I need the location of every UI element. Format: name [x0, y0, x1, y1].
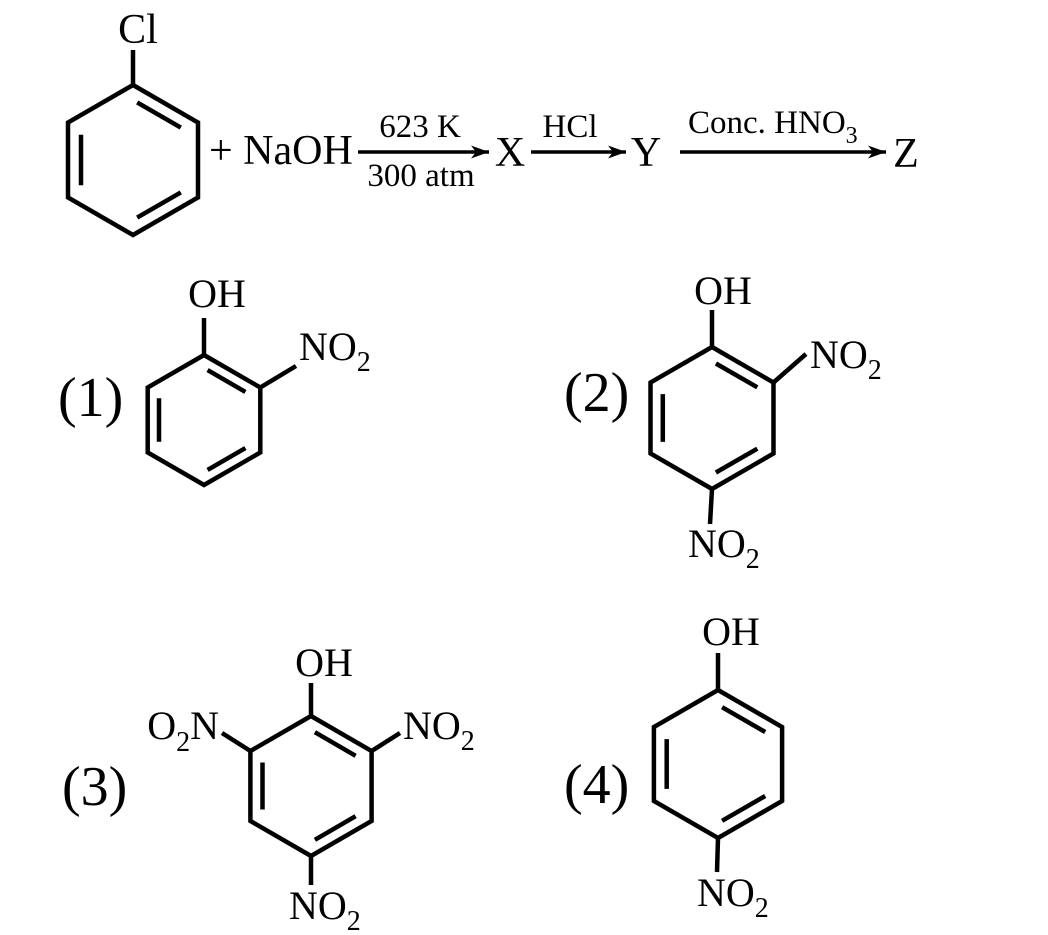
condition-hcl: HCl	[542, 109, 597, 145]
intermediate-y: Y	[631, 130, 661, 176]
reagent-naoh: + NaOH	[209, 128, 353, 174]
ortho-nitro-bond	[259, 364, 298, 390]
benzene-ring	[648, 344, 776, 492]
reaction-scheme: Cl + NaOH 623 K 300 atm X HCl Y Conc. HN…	[65, 7, 919, 238]
option-number: (2)	[564, 362, 629, 424]
nitro-main: NO	[289, 883, 347, 928]
nitro-n: N	[190, 703, 219, 748]
intermediate-x: X	[495, 130, 525, 176]
nitro-subscript: 2	[357, 347, 371, 378]
nitro-o: O	[147, 703, 176, 748]
nitro-main: NO	[810, 332, 868, 377]
ring-outline	[248, 713, 374, 859]
nitro-subscript: 2	[461, 726, 475, 757]
ortho-nitro-label: NO2	[810, 332, 882, 386]
nitro-main: NO	[403, 703, 461, 748]
reactant-chlorobenzene: Cl	[65, 7, 201, 238]
option-number: (1)	[58, 367, 123, 429]
nitro-subscript: 2	[746, 544, 760, 575]
ortho-nitro-bond	[370, 731, 402, 753]
ortho-nitro-bond	[772, 352, 808, 385]
option-2: (2) OH NO2 NO2	[564, 268, 882, 575]
condition-pressure: 300 atm	[367, 158, 475, 194]
nitro-subscript: 2	[347, 906, 361, 935]
conc-hno3-subscript: 3	[846, 123, 858, 149]
nitro-subscript: 2	[755, 893, 769, 924]
para-nitro-label: NO2	[688, 521, 760, 575]
ring-double-bond	[313, 814, 357, 842]
reaction-arrow-3: Conc. HNO3	[680, 105, 886, 159]
reaction-arrow-2: HCl	[531, 109, 626, 159]
hydroxyl-label: OH	[694, 268, 752, 313]
ring-double-bond	[206, 446, 247, 472]
nitro-subscript: 2	[176, 727, 190, 758]
ring-double-bond	[714, 446, 759, 475]
nitro-main: NO	[299, 324, 357, 369]
benzene-ring	[145, 352, 263, 488]
para-nitro-label: NO2	[697, 870, 769, 924]
benzene-ring	[651, 687, 785, 841]
left-nitro-bond	[220, 731, 252, 753]
hydroxyl-label: OH	[702, 609, 760, 654]
nitro-main: NO	[688, 521, 746, 566]
nitro-main: NO	[697, 870, 755, 915]
ring-outline	[648, 344, 776, 492]
reaction-arrow-1: 623 K 300 atm	[358, 109, 489, 194]
nitro-subscript: 2	[868, 355, 882, 386]
ring-double-bond	[714, 361, 759, 390]
ortho-nitro-label: NO2	[403, 703, 475, 757]
option-number: (3)	[62, 756, 127, 818]
ring-outline	[651, 687, 785, 841]
ring-double-bond	[313, 730, 357, 758]
option-4: (4) OH NO2	[564, 609, 785, 924]
product-z: Z	[893, 131, 919, 177]
benzene-ring	[248, 713, 374, 859]
condition-conc-hno3: Conc. HNO3	[688, 105, 858, 149]
benzene-ring	[65, 82, 201, 238]
left-nitro-label: O2N	[147, 703, 219, 758]
ortho-nitro-label: NO2	[299, 324, 371, 378]
hydroxyl-label: OH	[188, 271, 246, 316]
conc-hno3-main: Conc. HNO	[688, 105, 846, 141]
option-1: (1) OH NO2	[58, 271, 371, 488]
para-nitro-bond	[707, 488, 715, 525]
hydroxyl-label: OH	[295, 640, 353, 685]
para-nitro-bond	[714, 837, 721, 873]
ring-double-bond	[136, 100, 182, 130]
ring-outline	[65, 82, 201, 238]
ring-double-bond	[720, 705, 767, 734]
ring-double-bond	[720, 794, 767, 823]
ring-outline	[145, 352, 263, 488]
para-nitro-label: NO2	[289, 883, 361, 935]
option-3: (3) OH O2N NO2 NO2	[62, 640, 475, 935]
chloro-label: Cl	[118, 7, 158, 53]
ring-double-bond	[136, 190, 182, 220]
ring-double-bond	[206, 368, 247, 394]
condition-temperature: 623 K	[379, 109, 461, 145]
option-number: (4)	[564, 754, 629, 816]
